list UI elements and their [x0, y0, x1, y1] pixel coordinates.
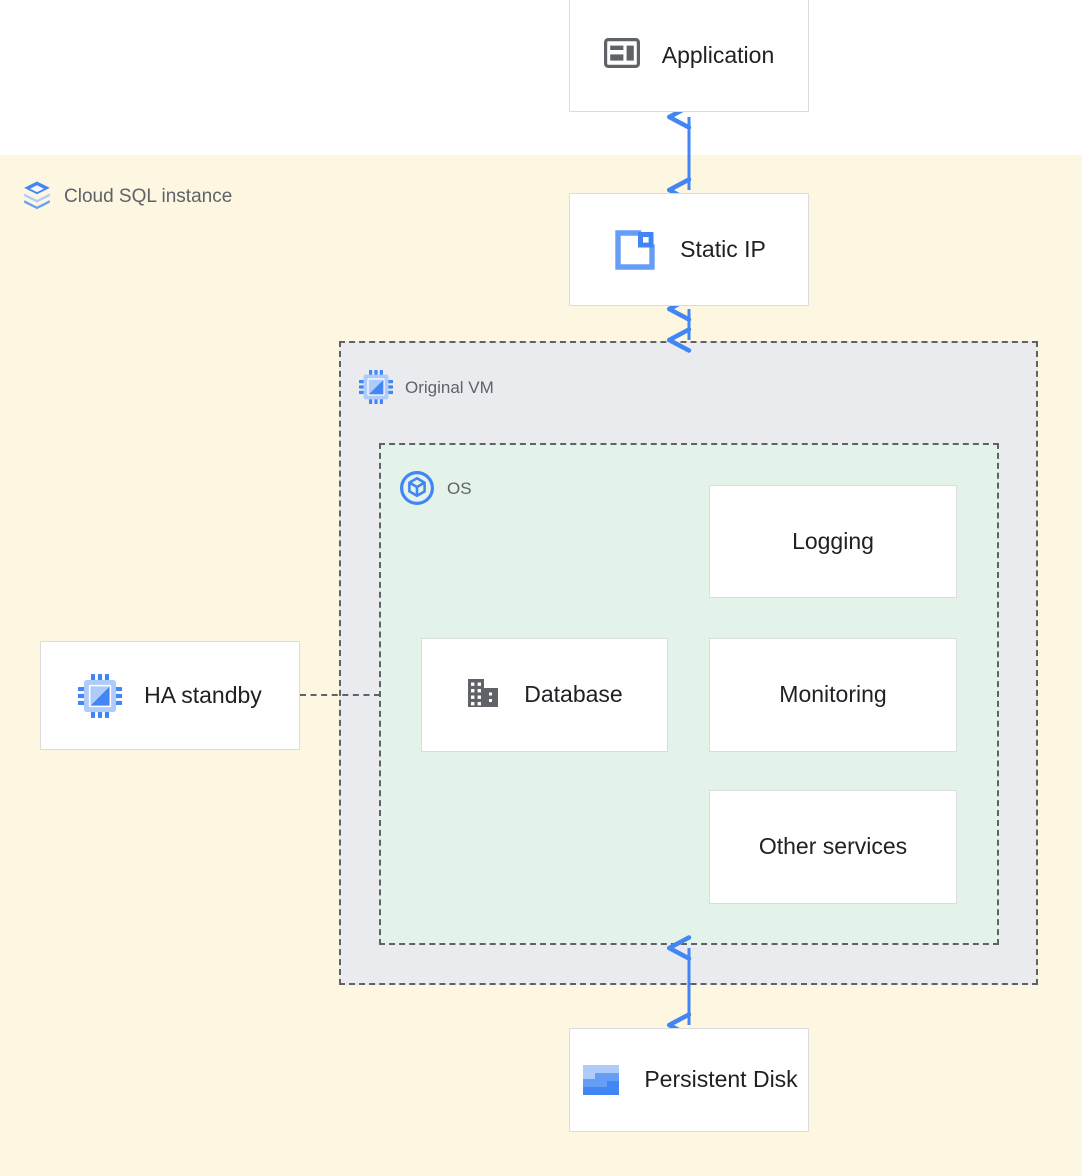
node-static-ip[interactable]: Static IP: [569, 193, 809, 306]
cloud-sql-icon: [22, 180, 52, 212]
node-persistent-disk[interactable]: Persistent Disk: [569, 1028, 809, 1132]
node-monitoring[interactable]: Monitoring: [709, 638, 957, 752]
os-icon: [399, 470, 435, 506]
node-other-services[interactable]: Other services: [709, 790, 957, 904]
region-label-original-vm: Original VM: [405, 377, 494, 397]
application-layout-icon: [603, 37, 640, 74]
connector-ha-standby-to-database: [300, 694, 380, 696]
region-title-original-vm: Original VM: [359, 370, 494, 404]
region-title-cloud-sql-instance: Cloud SQL instance: [22, 180, 232, 212]
node-database[interactable]: Database: [421, 638, 668, 752]
node-label-other-services: Other services: [758, 833, 908, 860]
database-building-icon: [466, 677, 502, 713]
node-label-ha-standby: HA standby: [144, 681, 262, 708]
persistent-disk-icon: [580, 1059, 622, 1101]
region-label-os: OS: [447, 478, 472, 498]
region-label-cloud-sql-instance: Cloud SQL instance: [64, 185, 233, 207]
node-label-database: Database: [524, 681, 623, 708]
static-ip-icon: [612, 227, 658, 273]
node-application[interactable]: Application: [569, 0, 809, 112]
compute-chip-icon: [359, 370, 393, 404]
node-label-application: Application: [661, 41, 775, 68]
node-label-logging: Logging: [792, 527, 874, 554]
node-label-static-ip: Static IP: [680, 235, 766, 262]
compute-chip-icon: [78, 673, 123, 718]
node-ha-standby[interactable]: HA standby: [40, 641, 300, 750]
node-label-persistent-disk: Persistent Disk: [644, 1066, 798, 1093]
node-label-monitoring: Monitoring: [779, 681, 887, 708]
node-logging[interactable]: Logging: [709, 485, 957, 598]
region-title-os: OS: [399, 470, 472, 506]
